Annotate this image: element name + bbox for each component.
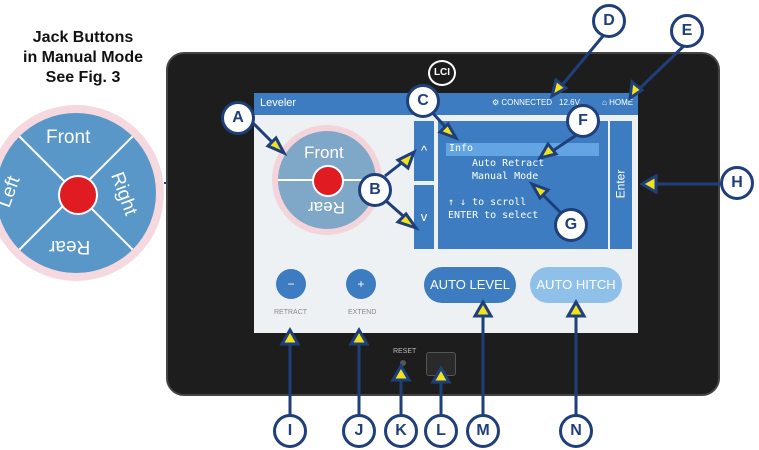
extend-label: EXTEND (348, 309, 377, 316)
callout-d: D (592, 4, 626, 38)
menu-item-manual-mode[interactable]: Manual Mode (472, 171, 539, 182)
callout-b: B (358, 173, 392, 207)
title-bar: Leveler ⚙ CONNECTED 12.6V ⌂ HOME (254, 93, 638, 115)
caption-line-1: Jack Buttons (32, 29, 134, 46)
connected-status: ⚙ CONNECTED (492, 98, 553, 107)
lci-logo: LCI (428, 60, 456, 86)
enter-button[interactable]: Enter (610, 121, 632, 249)
wheel-center-dot (312, 165, 344, 197)
caption: Jack Buttons in Manual Mode See Fig. 3 (8, 28, 158, 88)
callout-l: L (424, 414, 458, 448)
menu-hint-scroll: ↑ ↓ to scroll (448, 197, 527, 208)
retract-button[interactable]: − (276, 269, 306, 299)
reset-label: RESET (393, 348, 417, 355)
menu-item-auto-retract[interactable]: Auto Retract (472, 158, 545, 169)
auto-level-button[interactable]: AUTO LEVEL (424, 267, 516, 303)
callout-m: M (466, 414, 500, 448)
menu-hint-select: ENTER to select (448, 210, 539, 221)
callout-c: C (406, 84, 440, 118)
callout-i: I (273, 414, 307, 448)
retract-label: RETRACT (274, 309, 308, 316)
auto-hitch-button[interactable]: AUTO HITCH (530, 267, 622, 303)
callout-a: A (221, 101, 255, 135)
callout-h: H (720, 166, 754, 200)
callout-k: K (384, 414, 418, 448)
callout-n: N (559, 414, 593, 448)
reset-button[interactable] (400, 360, 406, 366)
callout-g: G (554, 208, 588, 242)
home-button[interactable]: ⌂ HOME (602, 98, 634, 107)
caption-line-3: See Fig. 3 (45, 69, 121, 86)
jack-front-label: Front (46, 127, 91, 148)
scroll-up-button[interactable]: ^ (414, 121, 434, 181)
caption-line-2: in Manual Mode (23, 49, 143, 66)
scroll-down-button[interactable]: v (414, 185, 434, 249)
extend-button[interactable]: + (346, 269, 376, 299)
wheel-front-label[interactable]: Front (304, 143, 344, 162)
battery-status: 12.6V (559, 98, 580, 107)
jack-center-dot (58, 175, 98, 215)
callout-j: J (342, 414, 376, 448)
callout-f: F (566, 104, 600, 138)
callout-e: E (670, 14, 704, 48)
jack-wheel-enlarged: Front Left Right Rear (0, 105, 164, 281)
screen-title: Leveler (260, 97, 297, 109)
